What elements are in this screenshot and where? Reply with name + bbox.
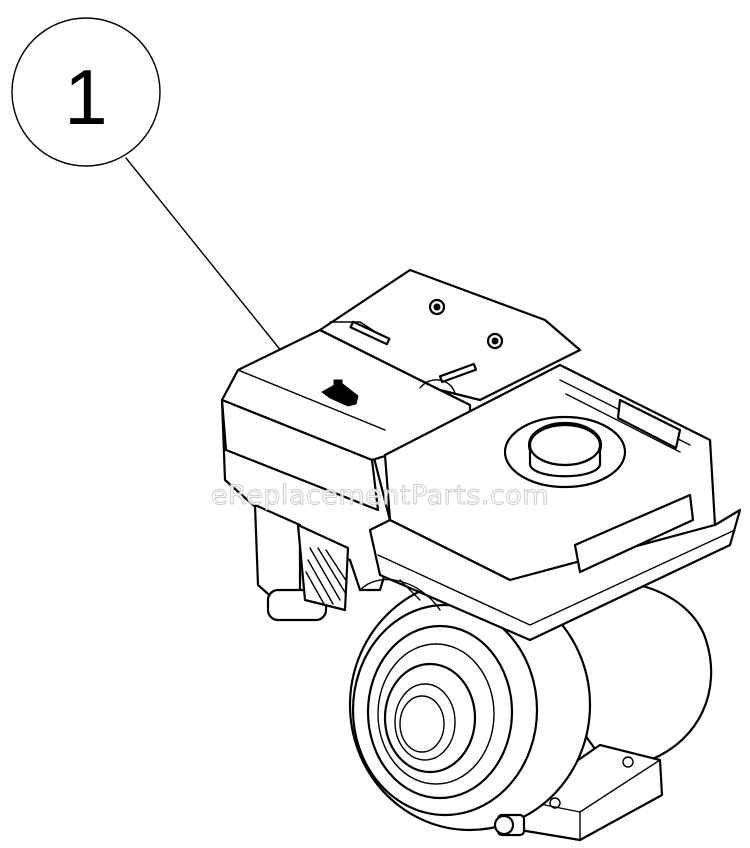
watermark-text: eReplacementParts.com	[211, 480, 549, 511]
callout-number: 1	[64, 53, 107, 141]
crankcase-top	[359, 578, 441, 611]
engine-assembly	[220, 268, 742, 842]
fuel-tank[interactable]	[368, 363, 742, 642]
callout-1[interactable]: 1	[11, 17, 283, 353]
top-cover	[318, 268, 582, 402]
callout-circle	[11, 17, 161, 167]
callout-leader-line	[125, 157, 283, 353]
carburetor	[253, 503, 350, 622]
drain-plug	[493, 813, 526, 837]
